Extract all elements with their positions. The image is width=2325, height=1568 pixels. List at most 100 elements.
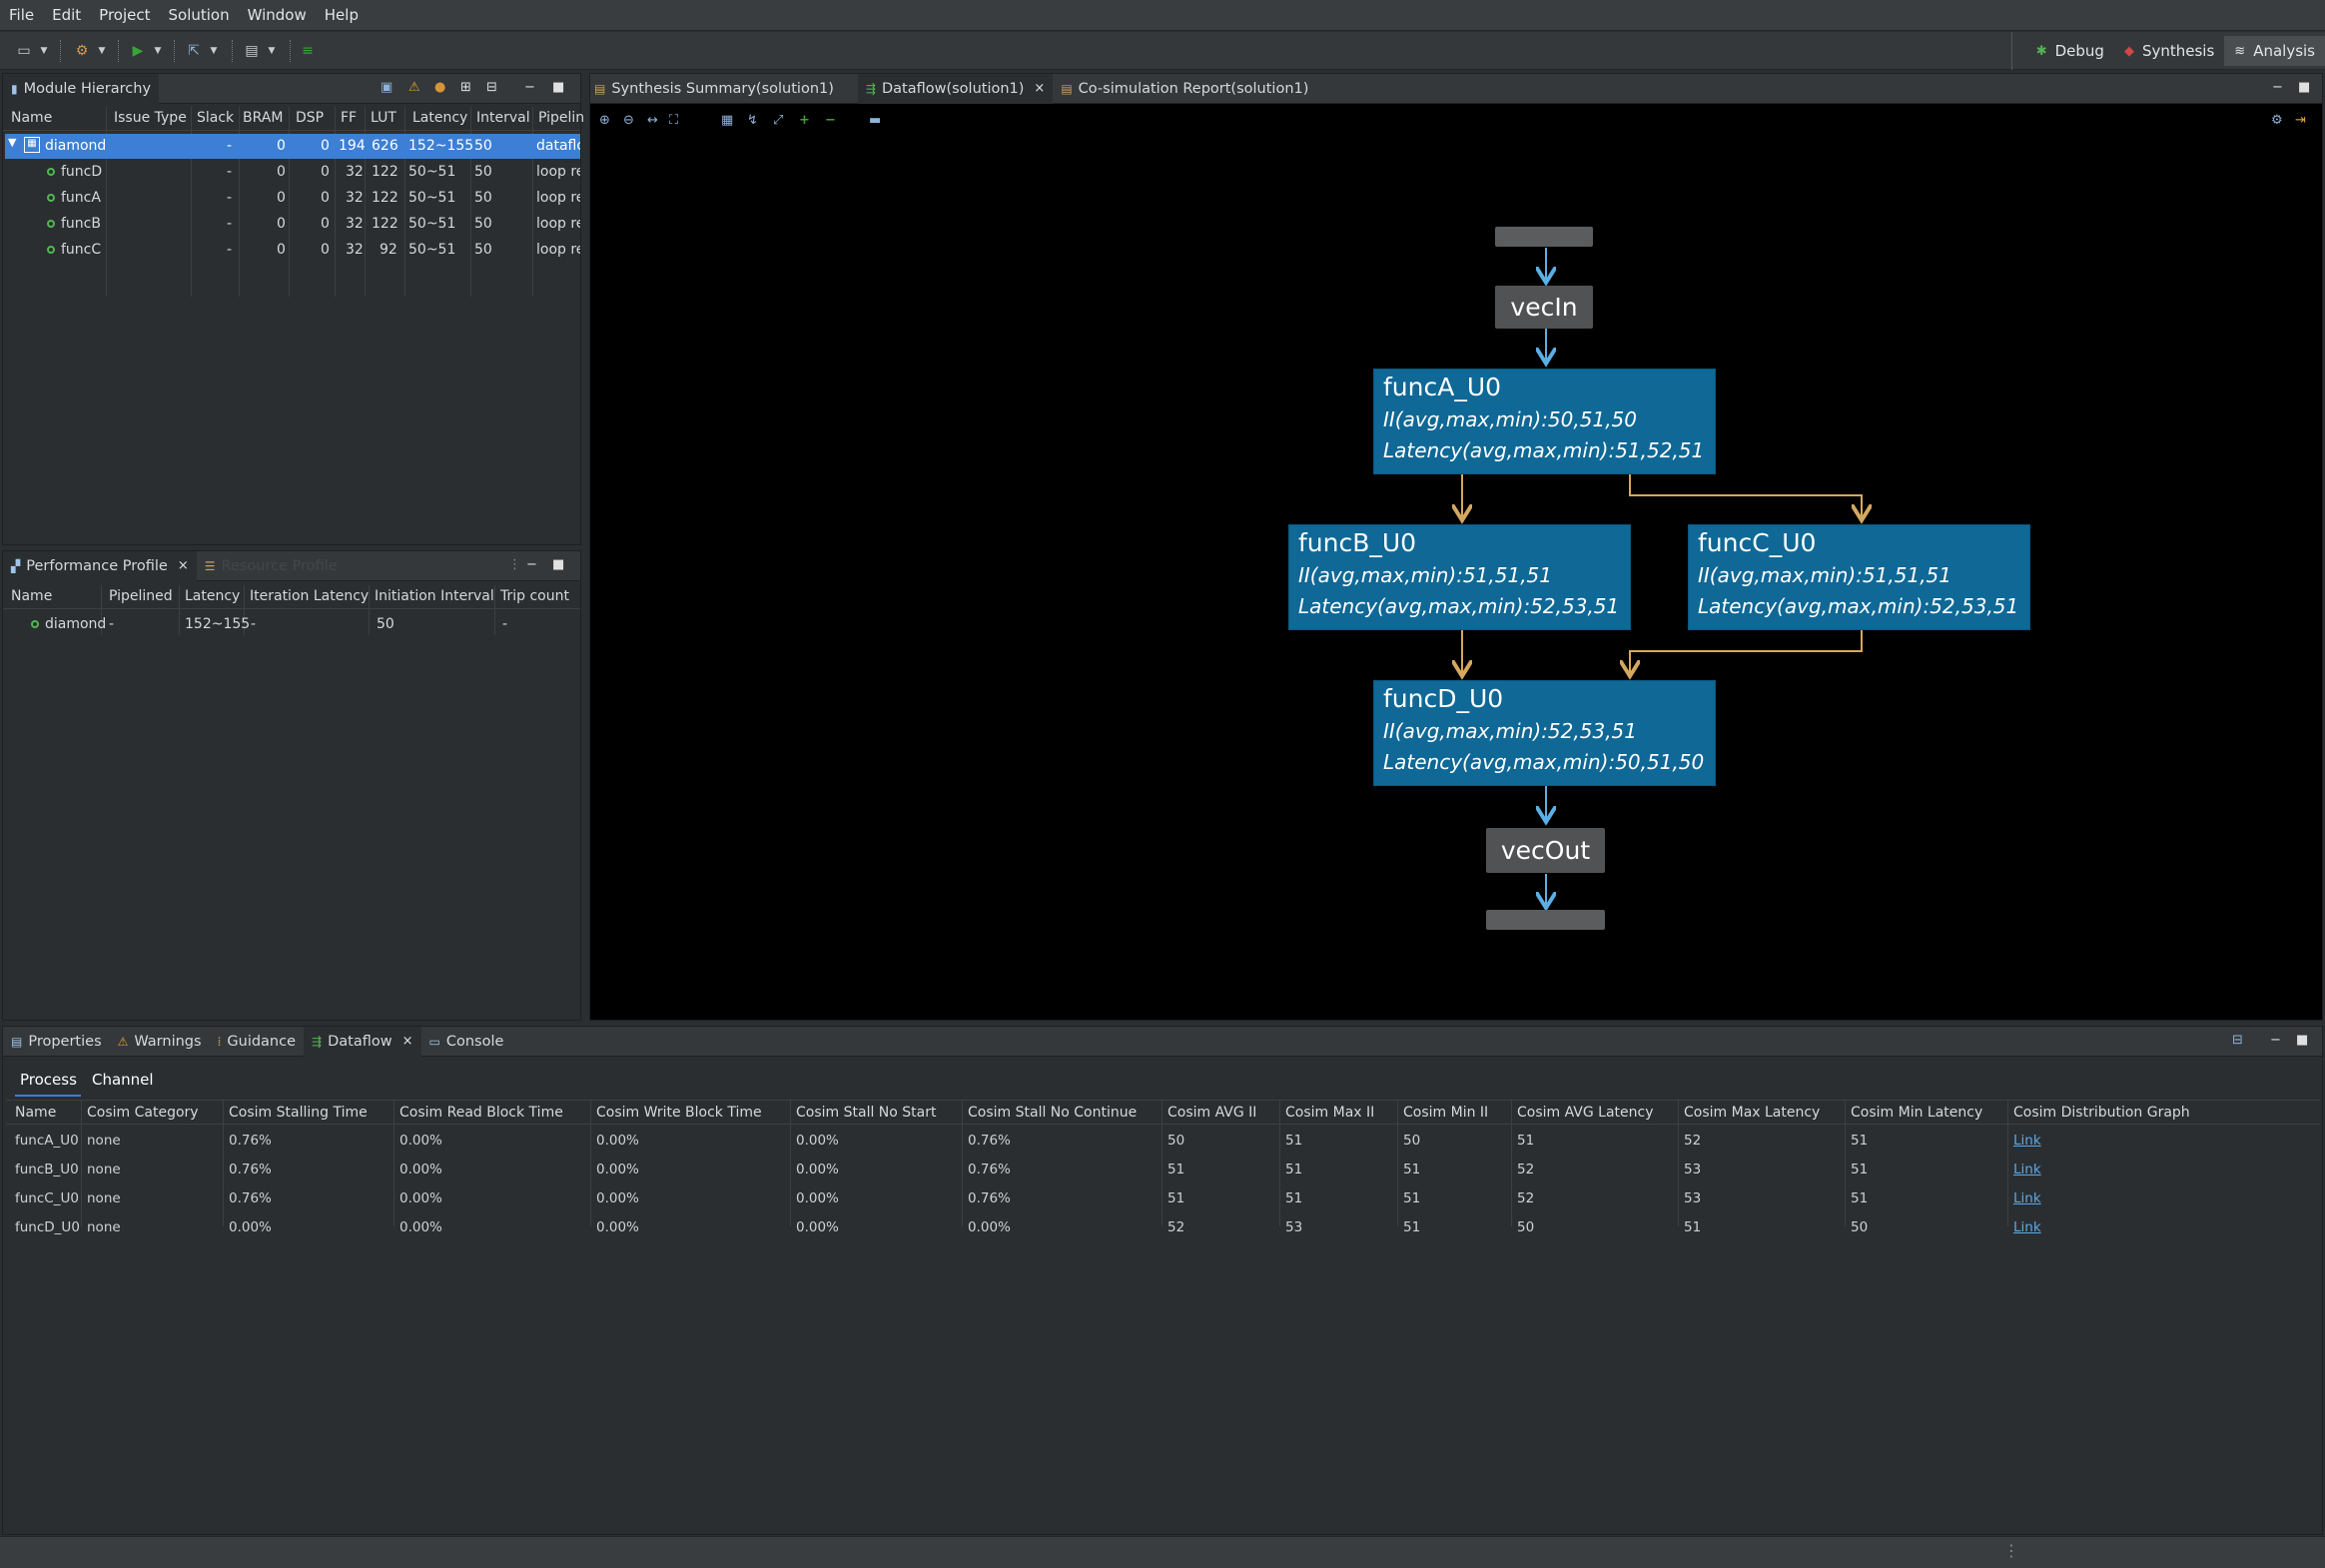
chevron-down-icon[interactable]: ▼ [98,46,106,56]
node-vecin[interactable]: vecIn [1495,286,1593,329]
column-header[interactable]: DSP [296,110,325,126]
tab-cosimulation-report[interactable]: ▤Co-simulation Report(solution1) [1053,74,1316,104]
tab-guidance[interactable]: ⁞Guidance [210,1027,304,1057]
minimize-icon[interactable]: − [524,80,535,95]
minimize-icon[interactable]: − [2270,1033,2281,1048]
subtab-process[interactable]: Process [20,1071,77,1089]
dataflow-graph-canvas[interactable]: ⊕ ⊖ ↔ ⛶ ▦ ↯ ⤢ + − ▬ ⚙ ⇥ vecIn funcA_U0 I… [591,107,2322,1018]
tab-synthesis-summary[interactable]: ▤Synthesis Summary(solution1) [590,74,842,104]
minimize-icon[interactable]: − [526,557,537,572]
subtab-channel[interactable]: Channel [92,1071,154,1089]
chevron-down-icon[interactable]: ▼ [210,46,218,56]
layout-icon[interactable]: ▦ [721,113,734,128]
column-header[interactable]: Cosim Stalling Time [229,1105,368,1121]
maximize-icon[interactable]: ■ [2296,1033,2309,1048]
distribution-graph-link[interactable]: Link [2013,1133,2041,1149]
node-funcD[interactable]: funcD_U0 II(avg,max,min):52,53,51 Latenc… [1373,680,1716,786]
table-row[interactable]: funcD [47,164,102,180]
column-header[interactable]: Interval [476,110,530,126]
column-header[interactable]: Latency [412,110,468,126]
column-header[interactable]: Cosim Min Latency [1851,1105,1983,1121]
column-header[interactable]: Cosim Distribution Graph [2013,1105,2190,1121]
column-header[interactable]: Pipelined [109,588,173,604]
warning-filter-icon[interactable]: ⚠ [408,80,420,95]
close-icon[interactable]: × [401,1034,413,1049]
tab-module-hierarchy[interactable]: ▮Module Hierarchy [3,73,160,104]
menu-solution[interactable]: Solution [168,5,230,24]
table-row[interactable]: diamond [31,616,106,632]
node-funcA[interactable]: funcA_U0 II(avg,max,min):50,51,50 Latenc… [1373,369,1716,474]
column-header[interactable]: Name [11,110,53,126]
maximize-icon[interactable]: ■ [2298,80,2311,95]
route-icon[interactable]: ↯ [747,113,758,128]
expand-all-icon[interactable]: + [799,113,810,128]
sink-node[interactable] [1486,910,1605,930]
node-vecout[interactable]: vecOut [1486,828,1605,873]
collapse-all-icon[interactable]: ⊟ [486,80,497,95]
column-header[interactable]: Cosim Min II [1403,1105,1489,1121]
report-icon[interactable]: ▤ [245,43,259,59]
zoom-fit-icon[interactable]: ⛶ [669,113,679,128]
node-funcB[interactable]: funcB_U0 II(avg,max,min):51,51,51 Latenc… [1288,524,1631,630]
menu-edit[interactable]: Edit [52,5,82,24]
column-header[interactable]: LUT [371,110,396,126]
column-header[interactable]: Cosim Category [87,1105,199,1121]
close-icon[interactable]: × [1034,81,1046,96]
column-header[interactable]: FF [341,110,358,126]
collapse-all-icon[interactable]: − [825,113,836,128]
run-icon[interactable]: ▶ [132,43,144,59]
menu-window[interactable]: Window [247,5,307,24]
expand-arrow-icon[interactable]: ▼ [8,136,17,149]
column-header[interactable]: Name [15,1105,57,1121]
column-header[interactable]: Cosim Stall No Continue [968,1105,1138,1121]
column-header[interactable]: BRAM [243,110,284,126]
column-header[interactable]: Initiation Interval [375,588,494,604]
tab-dataflow[interactable]: ⇶Dataflow× [304,1026,421,1057]
distribution-graph-link[interactable]: Link [2013,1190,2041,1206]
maximize-icon[interactable]: ■ [552,557,565,572]
menu-help[interactable]: Help [324,5,359,24]
tab-resource-profile[interactable]: ☰Resource Profile [197,551,346,581]
menu-project[interactable]: Project [99,5,151,24]
build-icon[interactable]: ⚙ [75,43,89,59]
tab-properties[interactable]: ▤Properties [3,1027,110,1057]
export-icon[interactable]: ⇥ [2295,113,2306,128]
column-header[interactable]: Cosim Write Block Time [596,1105,762,1121]
minimize-icon[interactable]: − [2272,80,2283,95]
open-project-icon[interactable]: ▭ [17,43,31,59]
zoom-in-icon[interactable]: ⊕ [599,113,610,128]
perspective-synthesis[interactable]: ◆Synthesis [2114,36,2224,66]
distribution-graph-link[interactable]: Link [2013,1162,2041,1177]
column-header[interactable]: Cosim AVG Latency [1517,1105,1654,1121]
tab-console[interactable]: ▭Console [421,1027,512,1057]
tab-dataflow-solution1[interactable]: ⇶Dataflow(solution1)× [857,73,1054,104]
compare-icon[interactable]: ≡ [302,43,314,59]
column-header[interactable]: Cosim Stall No Start [796,1105,937,1121]
column-header[interactable]: Latency [185,588,241,604]
tab-performance-profile[interactable]: ▞Performance Profile× [3,550,197,581]
info-filter-icon[interactable]: ● [434,80,446,95]
maximize-icon[interactable]: ■ [552,80,565,95]
perspective-analysis[interactable]: ≋Analysis [2224,36,2325,66]
column-header[interactable]: Cosim Max Latency [1684,1105,1821,1121]
expand-all-icon[interactable]: ⊞ [460,80,471,95]
distribution-graph-link[interactable]: Link [2013,1219,2041,1235]
node-funcC[interactable]: funcC_U0 II(avg,max,min):51,51,51 Latenc… [1688,524,2030,630]
source-node[interactable] [1495,227,1593,247]
column-header[interactable]: Issue Type [114,110,187,126]
column-header[interactable]: Cosim Read Block Time [399,1105,563,1121]
close-icon[interactable]: × [177,558,189,573]
menu-file[interactable]: File [9,5,35,24]
expand-icon[interactable]: ⤢ [773,113,784,128]
zoom-fit-width-icon[interactable]: ↔ [647,113,658,128]
settings-icon[interactable]: ⚙ [2271,113,2283,128]
perspective-debug[interactable]: ✱Debug [2026,36,2114,66]
table-row[interactable]: funcB [47,216,101,232]
chevron-down-icon[interactable]: ▼ [154,46,162,56]
column-header[interactable]: Cosim AVG II [1167,1105,1257,1121]
column-header[interactable]: Pipelin [538,110,585,126]
chevron-down-icon[interactable]: ▼ [40,46,48,56]
column-header[interactable]: Cosim Max II [1285,1105,1375,1121]
chevron-down-icon[interactable]: ▼ [268,46,276,56]
synthesis-view-icon[interactable]: ▣ [381,80,393,95]
